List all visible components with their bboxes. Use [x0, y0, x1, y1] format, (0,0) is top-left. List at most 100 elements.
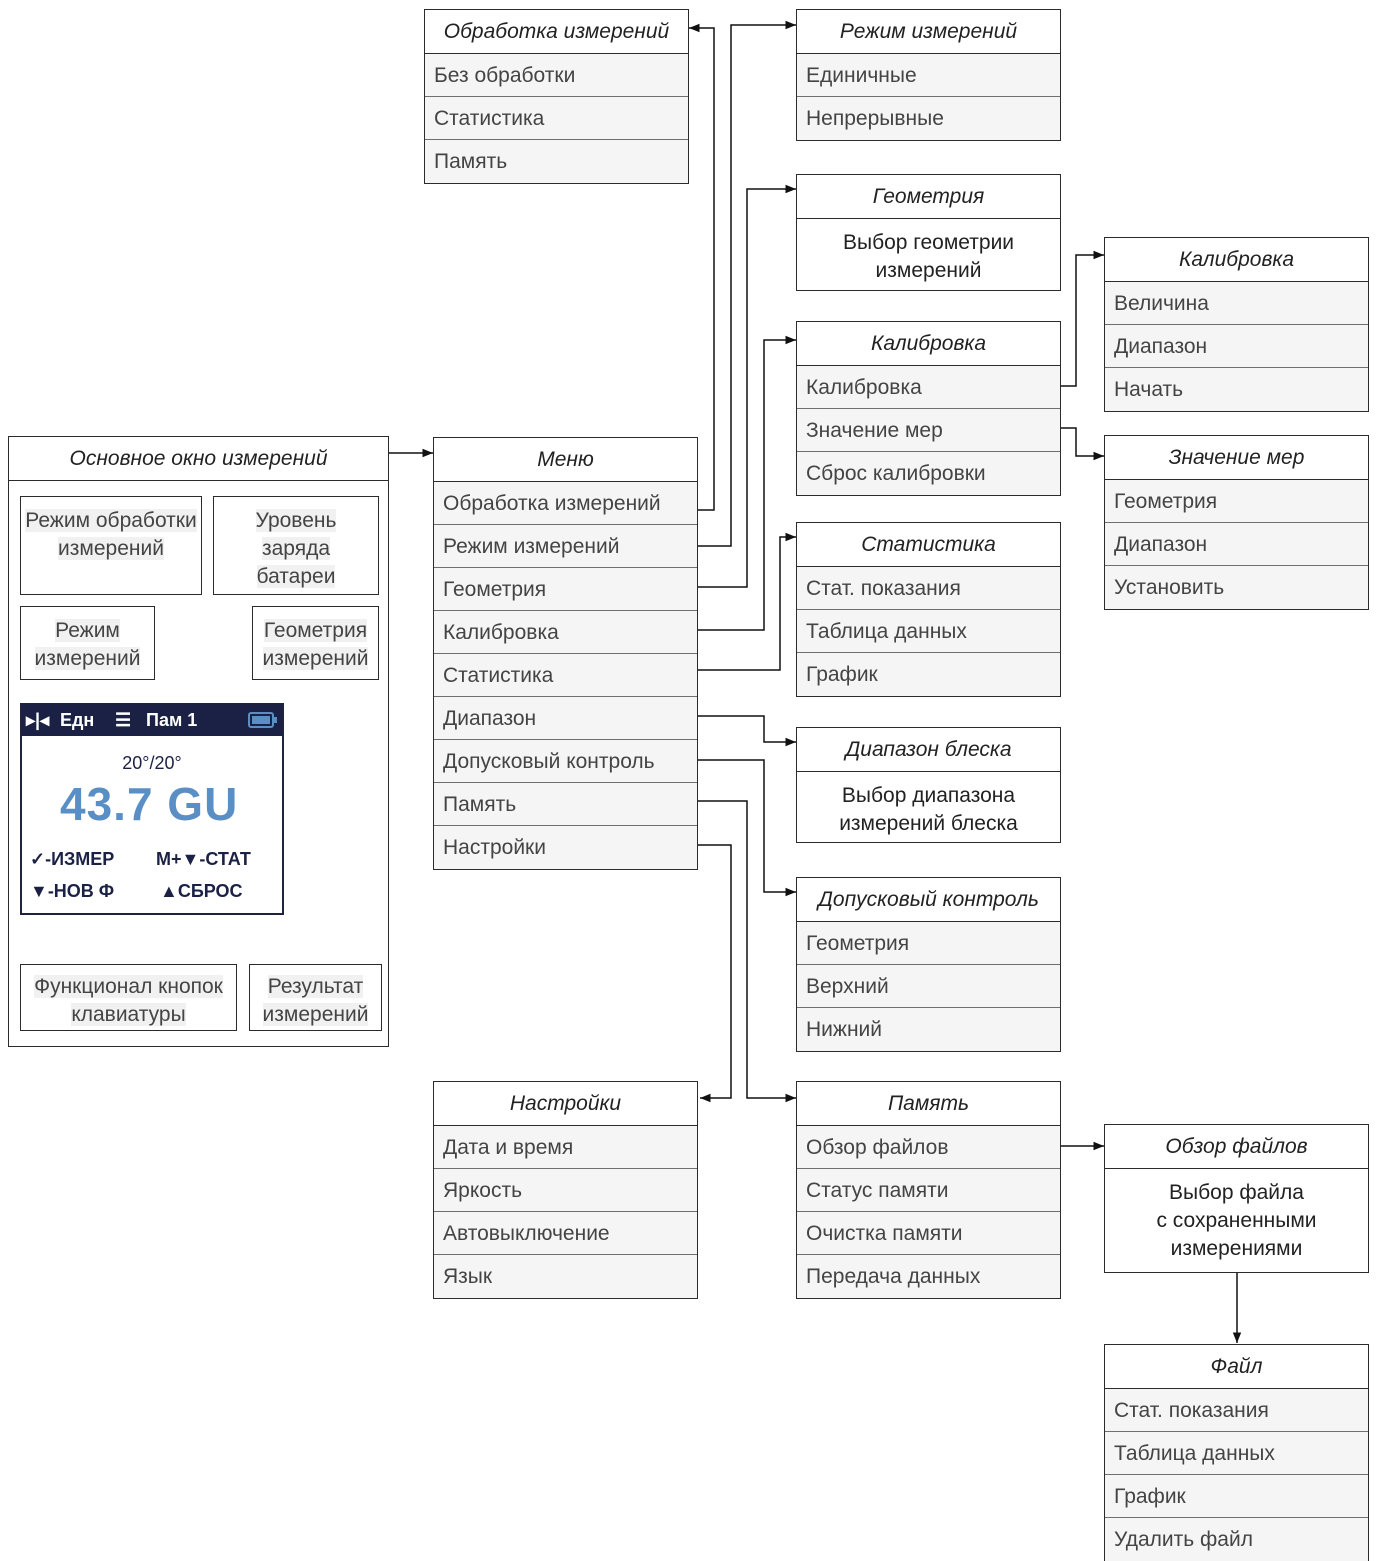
arrow-menu-to-gloss-range [698, 715, 796, 747]
label-measure-mode: Режим измерений [20, 606, 155, 680]
arrow-menu-to-processing [689, 23, 715, 511]
measure-mode-item[interactable]: Непрерывные [797, 97, 1060, 140]
standards-title: Значение мер [1105, 436, 1368, 480]
calibration-sub-item[interactable]: Начать [1105, 368, 1368, 411]
menu-item-statistics[interactable]: Статистика [434, 654, 697, 697]
processing-title: Обработка измерений [425, 10, 688, 54]
mode-text: Едн [60, 710, 95, 730]
label-keys-function: Функционал кнопок клавиатуры [20, 964, 237, 1031]
calibration-title: Калибровка [797, 322, 1060, 366]
geometry-panel: Геометрия Выбор геометрии измерений [796, 174, 1061, 291]
calibration-sub-item[interactable]: Диапазон [1105, 325, 1368, 368]
mode-icon: ▸|◂ [26, 710, 50, 730]
arrow-menu-to-measure-mode [698, 20, 796, 547]
statistics-title: Статистика [797, 523, 1060, 567]
menu-panel: Меню Обработка измерений Режим измерений… [433, 437, 698, 870]
measure-mode-item[interactable]: Единичные [797, 54, 1060, 97]
arrow-menu-to-statistics [698, 532, 796, 671]
arrow-menu-to-memory [698, 800, 796, 1103]
processing-panel: Обработка измерений Без обработки Статис… [424, 9, 689, 184]
tolerance-panel: Допусковый контроль Геометрия Верхний Ни… [796, 877, 1061, 1052]
gloss-range-panel: Диапазон блеска Выбор диапазона измерени… [796, 727, 1061, 843]
standards-item[interactable]: Диапазон [1105, 523, 1368, 566]
label-geometry: Геометрия измерений [252, 606, 379, 680]
standards-item[interactable]: Геометрия [1105, 480, 1368, 523]
menu-item-geometry[interactable]: Геометрия [434, 568, 697, 611]
arrow-menu-to-geometry [698, 184, 796, 588]
memory-item[interactable]: Обзор файлов [797, 1126, 1060, 1169]
menu-item-settings[interactable]: Настройки [434, 826, 697, 869]
memory-text: Пам 1 [146, 710, 198, 730]
label-processing-mode: Режим обработки измерений [20, 496, 202, 595]
file-panel: Файл Стат. показания Таблица данных Граф… [1104, 1344, 1369, 1561]
processing-item[interactable]: Память [425, 140, 688, 183]
standards-panel: Значение мер Геометрия Диапазон Установи… [1104, 435, 1369, 610]
gloss-range-title: Диапазон блеска [797, 728, 1060, 772]
calibration-sub-item[interactable]: Величина [1105, 282, 1368, 325]
menu-item-range[interactable]: Диапазон [434, 697, 697, 740]
arrow-calibration-to-sub [1061, 250, 1104, 387]
menu-title: Меню [434, 438, 697, 482]
gloss-range-description: Выбор диапазона измерений блеска [839, 784, 1018, 835]
label-battery-level: Уровень заряда батареи [213, 496, 379, 595]
menu-item-calibration[interactable]: Калибровка [434, 611, 697, 654]
measure-mode-title: Режим измерений [797, 10, 1060, 54]
memory-item[interactable]: Передача данных [797, 1255, 1060, 1298]
tolerance-title: Допусковый контроль [797, 878, 1060, 922]
statistics-item[interactable]: Таблица данных [797, 610, 1060, 653]
result-readout: 43.7 GU [60, 778, 239, 830]
file-item[interactable]: График [1105, 1475, 1368, 1518]
tolerance-item[interactable]: Геометрия [797, 922, 1060, 965]
file-item[interactable]: Стат. показания [1105, 1389, 1368, 1432]
main-window-title: Основное окно измерений [9, 437, 388, 481]
calibration-sub-title: Калибровка [1105, 238, 1368, 282]
key-izmer: ✓-ИЗМЕР [30, 849, 115, 869]
key-stat: M+▼-СТАТ [156, 849, 251, 869]
tolerance-item[interactable]: Верхний [797, 965, 1060, 1008]
menu-item-tolerance[interactable]: Допусковый контроль [434, 740, 697, 783]
battery-icon [248, 705, 277, 736]
settings-item[interactable]: Автовыключение [434, 1212, 697, 1255]
processing-item[interactable]: Статистика [425, 97, 688, 140]
geometry-readout: 20°/20° [122, 753, 182, 773]
list-icon: ☰ [115, 710, 132, 730]
file-browse-title: Обзор файлов [1105, 1125, 1368, 1169]
file-browse-panel: Обзор файлов Выбор файла с сохраненными … [1104, 1124, 1369, 1273]
key-nov: ▼-НОВ Ф [30, 881, 115, 901]
file-item[interactable]: Удалить файл [1105, 1518, 1368, 1561]
memory-item[interactable]: Очистка памяти [797, 1212, 1060, 1255]
settings-item[interactable]: Дата и время [434, 1126, 697, 1169]
menu-item-measure-mode[interactable]: Режим измерений [434, 525, 697, 568]
settings-panel: Настройки Дата и время Яркость Автовыклю… [433, 1081, 698, 1299]
file-item[interactable]: Таблица данных [1105, 1432, 1368, 1475]
menu-item-memory[interactable]: Память [434, 783, 697, 826]
arrow-menu-to-tolerance [698, 759, 796, 897]
status-bar: ▸|◂ Едн ☰ Пам 1 [22, 705, 282, 736]
memory-panel: Память Обзор файлов Статус памяти Очистк… [796, 1081, 1061, 1299]
calibration-item[interactable]: Калибровка [797, 366, 1060, 409]
tolerance-item[interactable]: Нижний [797, 1008, 1060, 1051]
settings-item[interactable]: Язык [434, 1255, 697, 1298]
settings-item[interactable]: Яркость [434, 1169, 697, 1212]
calibration-panel: Калибровка Калибровка Значение мер Сброс… [796, 321, 1061, 496]
menu-item-processing[interactable]: Обработка измерений [434, 482, 697, 525]
key-sbros: ▲СБРОС [160, 881, 243, 901]
file-browse-description: Выбор файла с сохраненными измерениями [1156, 1181, 1317, 1260]
calibration-item[interactable]: Значение мер [797, 409, 1060, 452]
calibration-item[interactable]: Сброс калибровки [797, 452, 1060, 495]
arrow-standards-to-sub [1061, 427, 1104, 461]
standards-item[interactable]: Установить [1105, 566, 1368, 609]
statistics-item[interactable]: Стат. показания [797, 567, 1060, 610]
processing-item[interactable]: Без обработки [425, 54, 688, 97]
statistics-panel: Статистика Стат. показания Таблица данны… [796, 522, 1061, 697]
arrow-menu-to-calibration [698, 335, 796, 631]
geometry-title: Геометрия [797, 175, 1060, 219]
file-title: Файл [1105, 1345, 1368, 1389]
memory-title: Память [797, 1082, 1060, 1126]
arrow-menu-to-settings [698, 844, 732, 1103]
device-screen: ▸|◂ Едн ☰ Пам 1 20°/20° 43.7 GU ✓-ИЗМЕР … [20, 703, 284, 915]
memory-item[interactable]: Статус памяти [797, 1169, 1060, 1212]
settings-title: Настройки [434, 1082, 697, 1126]
geometry-description: Выбор геометрии измерений [842, 231, 1015, 282]
statistics-item[interactable]: График [797, 653, 1060, 696]
